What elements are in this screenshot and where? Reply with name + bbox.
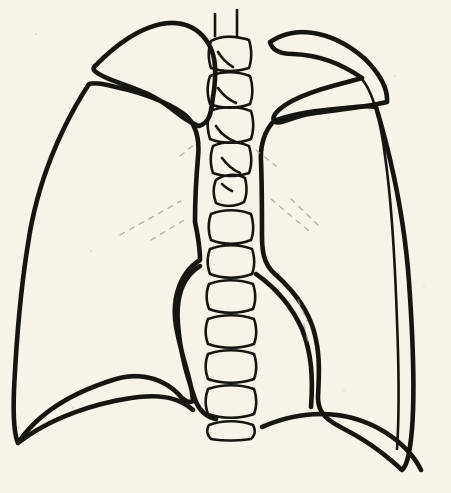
thorax-line-drawing — [0, 0, 451, 493]
chest-diagram — [0, 0, 451, 493]
